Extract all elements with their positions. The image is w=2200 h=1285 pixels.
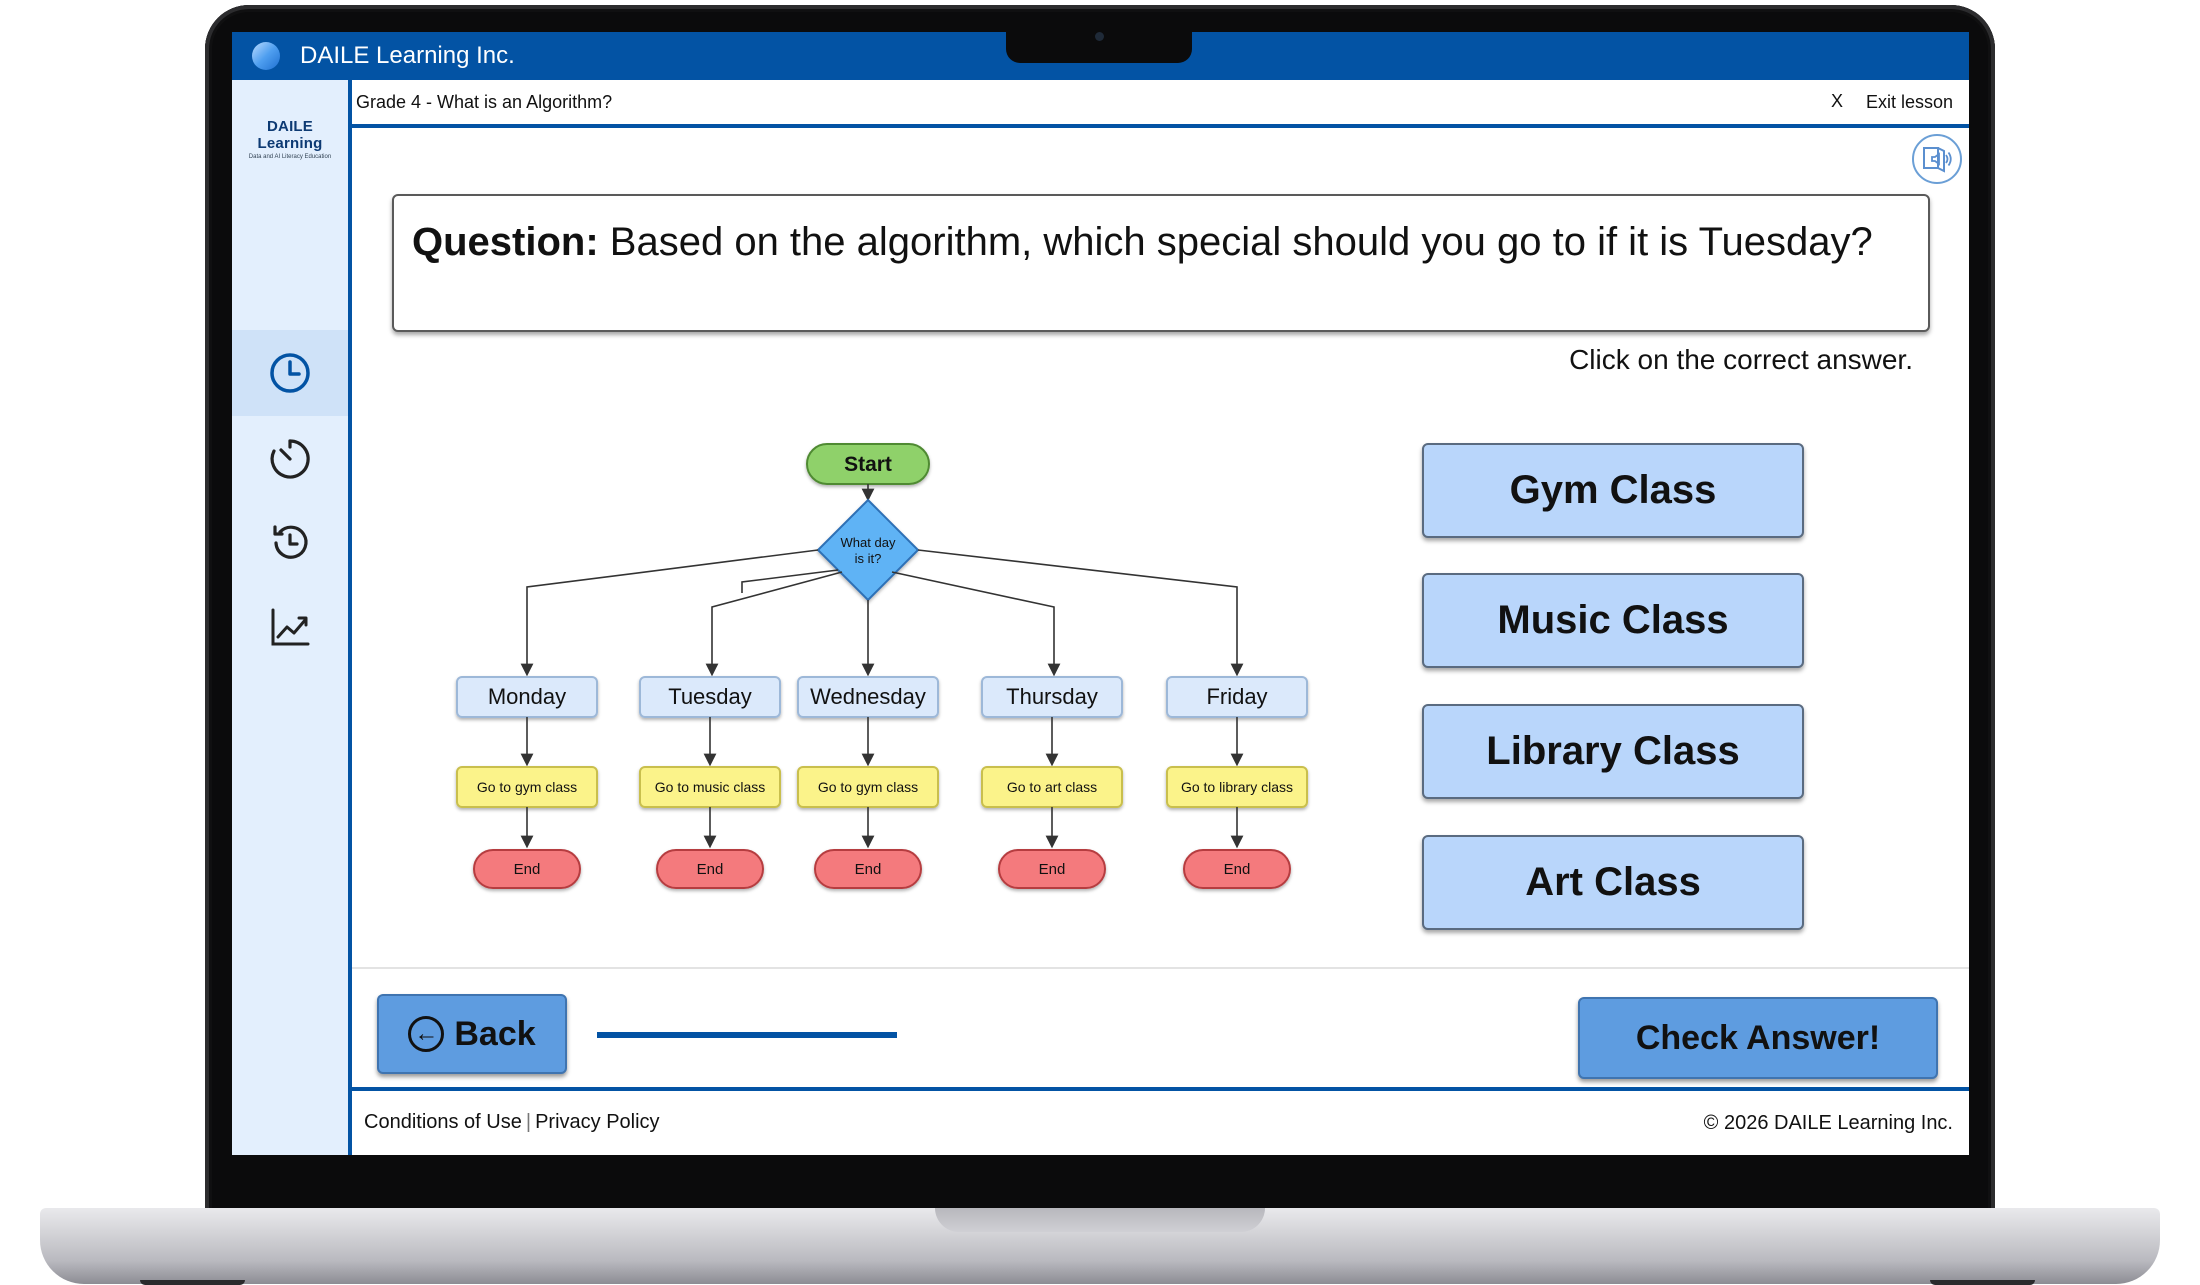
flowchart-branch-tuesday: Tuesday Go to music class End (639, 676, 781, 889)
back-label: Back (454, 1014, 536, 1053)
answer-option-gym[interactable]: Gym Class (1422, 443, 1804, 538)
question-box: Question: Based on the algorithm, which … (392, 194, 1930, 332)
lesson-progress-fill (597, 1032, 897, 1038)
sidebar-item-timer[interactable] (232, 416, 348, 502)
read-aloud-icon (1923, 147, 1952, 173)
svg-text:End: End (1039, 861, 1066, 878)
svg-text:Wednesday: Wednesday (810, 684, 926, 709)
chart-trend-icon (271, 608, 310, 646)
flowchart-branch-monday: Monday Go to gym class End (456, 676, 598, 889)
app-logo-icon (252, 42, 280, 70)
sidebar-item-progress-chart[interactable] (232, 584, 348, 670)
sidebar-item-clock[interactable] (232, 330, 348, 416)
svg-text:Go to gym class: Go to gym class (818, 779, 918, 795)
svg-text:Tuesday: Tuesday (668, 684, 752, 709)
app-title: DAILE Learning Inc. (300, 42, 515, 69)
footer-separator: | (525, 1111, 532, 1133)
svg-text:Go to gym class: Go to gym class (477, 779, 577, 795)
flowchart-branch-friday: Friday Go to library class End (1166, 676, 1308, 889)
camera-icon (1095, 32, 1104, 41)
flowchart-branch-thursday: Thursday Go to art class End (981, 676, 1123, 889)
svg-text:Thursday: Thursday (1006, 684, 1098, 709)
copyright-text: © 2026 DAILE Learning Inc. (1703, 1112, 1953, 1134)
laptop-base-opening (935, 1208, 1265, 1232)
brand-logo: DAILE Learning Data and AI Literacy Educ… (236, 118, 344, 160)
sidebar: DAILE Learning Data and AI Literacy Educ… (232, 80, 352, 1155)
instruction-text: Click on the correct answer. (1569, 344, 1913, 375)
svg-text:Start: Start (844, 453, 892, 476)
close-icon[interactable]: X (1830, 91, 1843, 111)
flowchart-connectors (520, 549, 1244, 677)
answer-option-art[interactable]: Art Class (1422, 835, 1804, 930)
svg-text:Monday: Monday (488, 684, 566, 709)
privacy-policy-link[interactable]: Privacy Policy (535, 1111, 660, 1133)
flowchart-branch-wednesday: Wednesday Go to gym class End (797, 676, 939, 889)
brand-tagline: Data and AI Literacy Education (248, 154, 332, 160)
flowchart-decision: What day is it? (816, 498, 920, 602)
clock-icon (270, 353, 310, 393)
svg-text:End: End (514, 861, 541, 878)
check-answer-button[interactable]: Check Answer! (1578, 997, 1938, 1079)
flowchart-start: Start (806, 443, 930, 485)
exit-lesson-link[interactable]: Exit lesson (1865, 92, 1953, 112)
screen: DAILE Learning Inc. DAILE Learning Data … (232, 32, 1969, 1155)
svg-text:End: End (697, 861, 724, 878)
laptop-foot-right (1930, 1280, 2035, 1285)
svg-text:Friday: Friday (1206, 684, 1267, 709)
svg-text:Go to music class: Go to music class (655, 779, 765, 795)
laptop-foot-left (140, 1280, 245, 1285)
question-text: Based on the algorithm, which special sh… (609, 220, 1873, 264)
answer-option-music[interactable]: Music Class (1422, 573, 1804, 668)
lesson-progress-bar (597, 1032, 897, 1038)
back-button[interactable]: ← Back (377, 994, 567, 1074)
history-icon (273, 525, 308, 559)
svg-text:Go to art class: Go to art class (1007, 779, 1097, 795)
content-divider (352, 967, 1969, 969)
conditions-of-use-link[interactable]: Conditions of Use (364, 1111, 522, 1133)
question-label: Question: (412, 220, 599, 264)
sidebar-item-history[interactable] (232, 500, 348, 586)
svg-text:is it?: is it? (855, 551, 882, 566)
algorithm-flowchart: Start What day is it? Monday Go to gym c… (456, 443, 1308, 889)
timer-icon (270, 439, 310, 479)
lesson-title: Grade 4 - What is an Algorithm? (356, 92, 613, 112)
answer-option-library[interactable]: Library Class (1422, 704, 1804, 799)
svg-text:End: End (1224, 861, 1251, 878)
read-aloud-button[interactable] (1912, 134, 1962, 184)
svg-text:End: End (855, 861, 882, 878)
arrow-left-circle-icon: ← (408, 1016, 445, 1052)
brand-name: DAILE Learning (257, 118, 323, 152)
svg-text:Go to library class: Go to library class (1181, 779, 1293, 795)
svg-text:What day: What day (841, 535, 896, 550)
footer: Conditions of Use|Privacy Policy © 2026 … (352, 1087, 1969, 1155)
lesson-header: Grade 4 - What is an Algorithm? X Exit l… (352, 80, 1969, 128)
footer-links: Conditions of Use|Privacy Policy (364, 1111, 660, 1134)
